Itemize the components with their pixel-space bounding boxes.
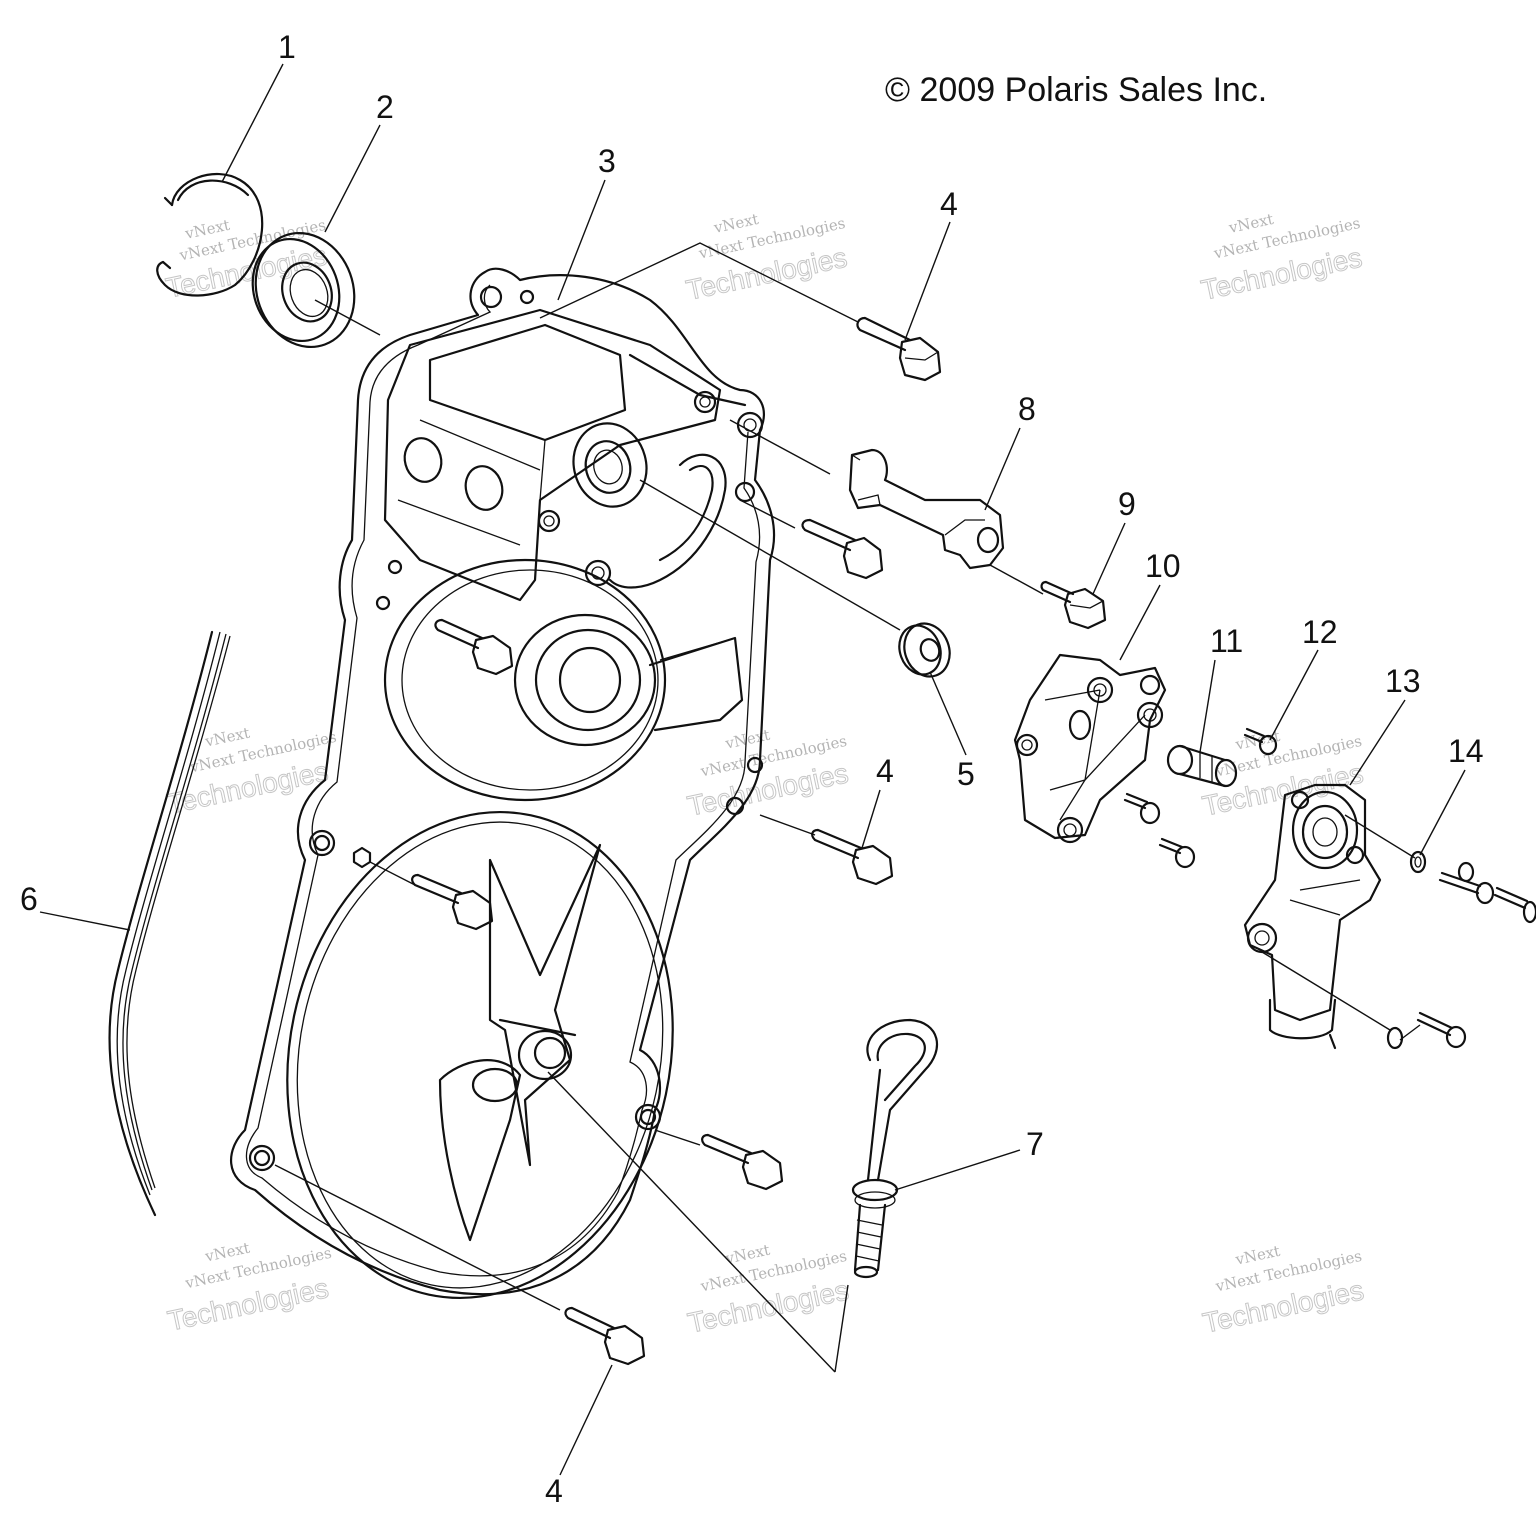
callout-2: 2 <box>376 89 394 125</box>
watermark-bottom-left: vNext vNext Technologies Technologies <box>164 1239 333 1337</box>
flange-bolt-part-9 <box>1040 580 1107 630</box>
bolt-part-4-bottom <box>564 1306 646 1366</box>
callout-13: 13 <box>1385 663 1421 699</box>
callout-labels: 1 2 3 4 8 9 10 11 12 13 14 5 4 6 7 4 <box>20 29 1484 1509</box>
gearcase-housing-part-3 <box>230 267 776 1299</box>
watermark-bottom-right: vNext vNext Technologies Technologies <box>1200 1242 1367 1339</box>
callout-10: 10 <box>1145 548 1181 584</box>
watermark-top-center: vNext vNext Technologies Technologies <box>683 210 850 306</box>
bolt-part-4-top <box>856 316 942 382</box>
bolt-lower-housing <box>411 873 494 931</box>
callout-9: 9 <box>1118 486 1136 522</box>
callout-1: 1 <box>278 29 296 65</box>
bolt-center-housing <box>434 618 514 676</box>
callout-7: 7 <box>1026 1126 1044 1162</box>
dipstick-part-7 <box>851 1018 939 1279</box>
retaining-ring-part-1 <box>156 172 264 297</box>
washer-lower-right <box>1386 1026 1404 1050</box>
bolt-middle-1 <box>801 518 884 580</box>
actuator-part-13 <box>1243 783 1382 1050</box>
screw-right-1 <box>1438 871 1495 905</box>
oil-seal-part-2 <box>251 231 356 349</box>
bolt-lower-right <box>701 1133 784 1191</box>
watermark-mid-center: vNext vNext Technologies Technologies <box>684 726 851 823</box>
screw-lower-right <box>1416 1011 1467 1049</box>
watermark-bottom-center: vNext vNext Technologies Technologies <box>685 1241 852 1339</box>
callout-4-right: 4 <box>876 753 894 789</box>
callout-5: 5 <box>957 756 975 792</box>
washer-part-14 <box>1409 850 1427 874</box>
watermark-top-right: vNext vNext Technologies Technologies <box>1198 210 1365 306</box>
callout-12: 12 <box>1302 614 1338 650</box>
callout-4-top: 4 <box>940 186 958 222</box>
callout-4-bottom: 4 <box>545 1473 563 1509</box>
gasket-strip-part-6 <box>108 630 231 1217</box>
mount-plate-part-10 <box>1013 653 1167 844</box>
callout-11: 11 <box>1210 623 1243 659</box>
screw-small-1 <box>1123 792 1161 825</box>
callout-8: 8 <box>1018 391 1036 427</box>
washer-part-5 <box>898 622 951 678</box>
copyright-text: © 2009 Polaris Sales Inc. <box>885 71 1267 109</box>
screw-part-12 <box>1243 727 1278 756</box>
bolt-part-4-right <box>811 828 894 886</box>
watermark-top-left: vNext vNext Technologies Technologies <box>163 216 330 304</box>
shaft-part-11 <box>1166 744 1238 788</box>
screw-right-2 <box>1493 886 1536 924</box>
washer-right-2 <box>1457 861 1475 883</box>
bracket-part-8 <box>848 448 1005 570</box>
callout-3: 3 <box>598 143 616 179</box>
leader-lines <box>39 63 1466 1476</box>
callout-6: 6 <box>20 881 38 917</box>
callout-14: 14 <box>1448 733 1484 769</box>
screw-small-2 <box>1158 837 1196 869</box>
